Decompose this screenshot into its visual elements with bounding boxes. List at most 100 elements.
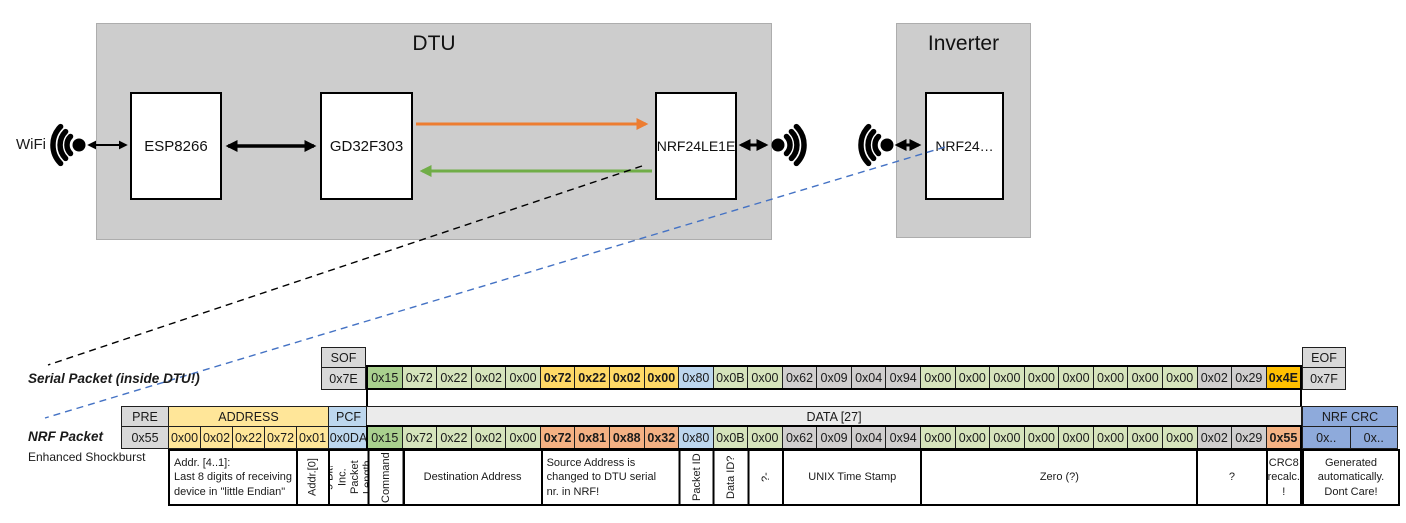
byte-cell: 0x22 xyxy=(233,427,265,448)
sof-header: SOF xyxy=(321,347,366,368)
esp8266-label: ESP8266 xyxy=(144,137,208,155)
byte-cell: 0x00 xyxy=(506,367,541,388)
byte-cell: 0x72 xyxy=(265,427,297,448)
gd32f303-box: GD32F303 xyxy=(320,92,413,200)
byte-cell: 0x00 xyxy=(748,427,783,448)
esp8266-box: ESP8266 xyxy=(130,92,222,200)
annotation-cell: Command xyxy=(368,449,405,506)
byte-cell: 0x02 xyxy=(471,427,507,448)
byte-cell: 0x72 xyxy=(402,367,438,388)
wifi-icon-inverter xyxy=(858,123,894,167)
byte-cell: 0x.. xyxy=(1303,427,1351,448)
byte-cell: 0x02 xyxy=(471,367,507,388)
byte-cell: 0x55 xyxy=(1266,427,1301,448)
wifi-label: WiFi xyxy=(16,136,46,153)
byte-cell: 0x.. xyxy=(1350,427,1397,448)
byte-cell: 0x02 xyxy=(1197,427,1233,448)
annotation-cell: 9 Bit! Inc. Packet Length xyxy=(328,449,370,506)
nrf-crc-values-row: 0x..0x.. xyxy=(1302,426,1398,449)
byte-cell: 0x00 xyxy=(1093,427,1129,448)
pcf-header: PCF xyxy=(328,406,369,427)
sof-value: 0x7E xyxy=(321,367,366,390)
byte-cell: 0x88 xyxy=(609,427,645,448)
byte-cell: 0x4E xyxy=(1266,367,1301,388)
byte-cell: 0x00 xyxy=(506,427,541,448)
annotation-cell: Addr. [4..1]: Last 8 digits of receiving… xyxy=(168,449,298,506)
annotation-cell: CRC8 recalc. ! xyxy=(1265,449,1303,506)
byte-cell: 0x09 xyxy=(817,367,852,388)
byte-cell: 0x00 xyxy=(1059,427,1094,448)
byte-cell: 0x15 xyxy=(368,427,403,448)
byte-cell: 0x22 xyxy=(575,367,610,388)
byte-cell: 0x00 xyxy=(1162,427,1198,448)
byte-cell: 0x62 xyxy=(782,427,818,448)
annotation-cell: Packet ID xyxy=(678,449,716,506)
byte-cell: 0x00 xyxy=(644,367,680,388)
byte-cell: 0x00 xyxy=(1059,367,1094,388)
nrf24le1e-box: NRF24LE1E xyxy=(655,92,737,200)
enhanced-shockburst-label: Enhanced Shockburst xyxy=(28,450,146,464)
nrf-crc-header: NRF CRC xyxy=(1302,406,1398,427)
inverter-nrf24-label: NRF24… xyxy=(935,138,994,154)
byte-cell: 0x72 xyxy=(540,427,576,448)
byte-cell: 0x80 xyxy=(679,367,714,388)
byte-cell: 0x81 xyxy=(575,427,610,448)
byte-cell: 0x00 xyxy=(748,367,783,388)
annotation-cell: Source Address is changed to DTU serial … xyxy=(540,449,681,506)
byte-cell: 0x02 xyxy=(201,427,233,448)
gd32f303-label: GD32F303 xyxy=(329,137,404,155)
byte-cell: 0x94 xyxy=(886,427,921,448)
eof-header: EOF xyxy=(1302,347,1346,368)
byte-cell: 0x0B xyxy=(713,427,749,448)
byte-cell: 0x80 xyxy=(679,427,714,448)
data-header: DATA [27] xyxy=(366,406,1302,427)
byte-cell: 0x04 xyxy=(851,427,887,448)
dtu-title: DTU xyxy=(412,32,456,55)
nrf-packet-label: NRF Packet xyxy=(28,429,104,444)
pcf-value: 0x0DA xyxy=(328,426,369,449)
nrf24le1e-label: NRF24LE1E xyxy=(656,138,736,154)
byte-cell: 0x00 xyxy=(1162,367,1198,388)
byte-cell: 0x00 xyxy=(1093,367,1129,388)
inverter-title: Inverter xyxy=(927,32,1000,55)
byte-cell: 0x00 xyxy=(955,427,991,448)
byte-cell: 0x32 xyxy=(644,427,680,448)
byte-cell: 0x0B xyxy=(713,367,749,388)
eof-value: 0x7F xyxy=(1302,367,1346,390)
byte-cell: 0x00 xyxy=(990,367,1025,388)
byte-cell: 0x01 xyxy=(297,427,328,448)
wifi-icon-dtu-right xyxy=(771,123,807,167)
byte-cell: 0x22 xyxy=(437,367,472,388)
inverter-nrf24-box: NRF24… xyxy=(925,92,1004,200)
byte-cell: 0x15 xyxy=(368,367,403,388)
byte-cell: 0x00 xyxy=(921,427,956,448)
annotation-cell: Data ID? xyxy=(713,449,750,506)
byte-cell: 0x72 xyxy=(540,367,576,388)
byte-cell: 0x00 xyxy=(1024,367,1060,388)
pre-value: 0x55 xyxy=(121,426,169,449)
annotation-cell: ?- xyxy=(747,449,785,506)
byte-cell: 0x94 xyxy=(886,367,921,388)
byte-cell: 0x29 xyxy=(1232,427,1267,448)
annotation-cell: ? xyxy=(1196,449,1268,506)
byte-cell: 0x00 xyxy=(990,427,1025,448)
byte-cell: 0x04 xyxy=(851,367,887,388)
byte-cell: 0x00 xyxy=(169,427,201,448)
byte-cell: 0x02 xyxy=(1197,367,1233,388)
wifi-icon-left xyxy=(50,123,86,167)
byte-cell: 0x00 xyxy=(955,367,991,388)
byte-cell: 0x00 xyxy=(921,367,956,388)
byte-cell: 0x00 xyxy=(1024,427,1060,448)
byte-cell: 0x00 xyxy=(1128,427,1163,448)
pre-header: PRE xyxy=(121,406,169,427)
address-header: ADDRESS xyxy=(168,406,329,427)
annotation-cell: Destination Address xyxy=(402,449,543,506)
byte-cell: 0x09 xyxy=(817,427,852,448)
byte-cell: 0x22 xyxy=(437,427,472,448)
byte-cell: 0x00 xyxy=(1128,367,1163,388)
annotation-cell: UNIX Time Stamp xyxy=(782,449,923,506)
